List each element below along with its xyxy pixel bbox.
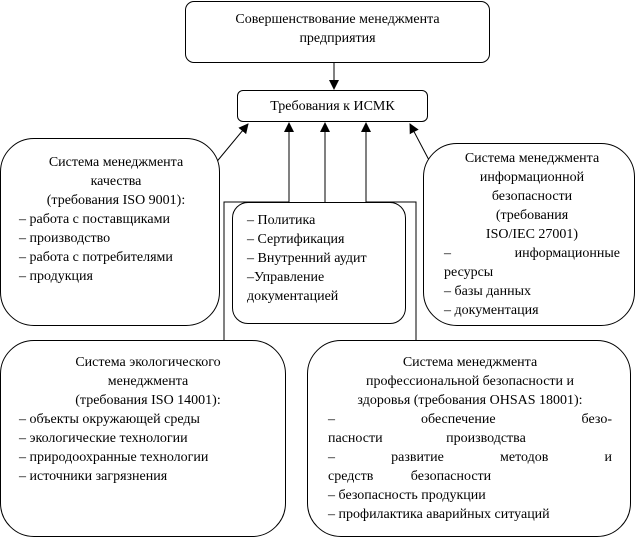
box-title-line: безопасности xyxy=(491,189,573,204)
list-item: – Политика xyxy=(247,213,316,228)
list-item: – профилактика аварийных ситуаций xyxy=(328,507,550,522)
list-item: – объекты окружающей среды xyxy=(19,412,200,427)
list-item: – природоохранные технологии xyxy=(19,450,209,465)
arrow-infosec xyxy=(409,123,431,163)
list-item: – документация xyxy=(444,303,539,318)
list-item: – развитие методов и средств безопасност… xyxy=(328,450,612,484)
arrow-quality xyxy=(213,123,249,166)
list-item: – Внутренний аудит xyxy=(247,251,367,266)
box-title-line: (требования ISO 14001): xyxy=(75,393,221,408)
quality-system-box: Система менеджмента качества (требования… xyxy=(0,138,220,326)
list-item: – производство xyxy=(19,231,111,246)
list-item: – безопасность продукции xyxy=(328,488,486,503)
box-title-line: (требования ISO 9001): xyxy=(46,193,186,208)
eco-system-box: Система экологического менеджмента (треб… xyxy=(0,340,286,537)
box-title-line: информационной xyxy=(479,170,585,185)
box-title-line: Система экологического xyxy=(75,355,221,370)
box-title-line: здоровья (требования OHSAS 18001): xyxy=(357,393,583,408)
box-title-line: Система менеджмента xyxy=(464,151,600,166)
list-item: – обеспечение безо-пасности производства xyxy=(328,412,612,446)
list-item: –Управление документацией xyxy=(247,270,339,304)
box-title-line: менеджмента xyxy=(107,374,189,389)
box-title-line: Система менеджмента xyxy=(48,155,184,170)
box-title-line: профессиональной безопасности и xyxy=(365,374,575,389)
list-item: – экологические технологии xyxy=(19,431,188,446)
list-item: – информационные ресурсы xyxy=(444,246,620,280)
box-title-line: ISO/IEC 27001) xyxy=(485,227,579,242)
top-goal-title: Совершенствование менеджмента предприяти… xyxy=(235,12,440,46)
common-requirements-box: – Политика – Сертификация – Внутренний а… xyxy=(232,202,406,324)
top-goal-box: Совершенствование менеджмента предприяти… xyxy=(185,1,490,63)
list-item: – источники загрязнения xyxy=(19,469,168,484)
infosec-system-box: Система менеджмента информационной безоп… xyxy=(423,143,635,326)
box-title-line: Система менеджмента xyxy=(402,355,538,370)
list-item: – работа с потребителями xyxy=(19,250,173,265)
list-item: – базы данных xyxy=(444,284,532,299)
ismk-requirements-title: Требования к ИСМК xyxy=(270,99,395,114)
list-item: – работа с поставщиками xyxy=(19,212,170,227)
list-item: – продукция xyxy=(19,269,93,284)
box-title-line: качества xyxy=(90,174,142,189)
ohsas-system-box: Система менеджмента профессиональной без… xyxy=(307,340,631,537)
box-title-line: (требования xyxy=(495,208,569,223)
ismk-requirements-box: Требования к ИСМК xyxy=(237,90,428,122)
list-item: – Сертификация xyxy=(247,232,345,247)
